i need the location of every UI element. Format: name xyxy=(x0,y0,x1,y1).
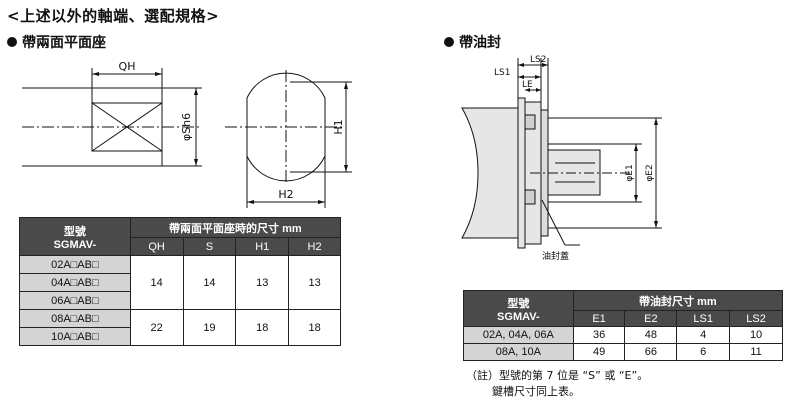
value-cell: 18 xyxy=(235,309,290,346)
column-header: LS1 xyxy=(676,310,731,327)
model-cell: 02A, 04A, 06A xyxy=(463,326,574,344)
value-cell: 10 xyxy=(729,326,783,344)
table-header-model: 型號 SGMAV- xyxy=(19,217,131,256)
oil-seal-dimension-table: 型號 SGMAV- 帶油封尺寸 mm E1 E2 LS1 LS2 02A, 04… xyxy=(463,290,784,361)
group-header: 帶兩面平面座時的尺寸 mm xyxy=(129,217,342,238)
model-cell: 02A□AB□ xyxy=(19,255,131,274)
table-row: 02A□AB□ 14 14 13 13 xyxy=(19,255,341,310)
table-row: 08A□AB□ 22 19 18 18 xyxy=(19,309,341,346)
model-cell: 06A□AB□ xyxy=(19,291,131,310)
column-header: S xyxy=(182,237,237,256)
h1-label: H1 xyxy=(332,119,345,134)
right-section-title: 帶油封 xyxy=(444,32,501,52)
oil-seal-label: 油封蓋 xyxy=(542,250,569,262)
qh-label: QH xyxy=(119,60,136,73)
column-header: E2 xyxy=(624,310,678,327)
table-row: 08A, 10A 49 66 6 11 xyxy=(463,343,783,361)
ls2-label: LS2 xyxy=(530,55,546,65)
right-section-title-text: 帶油封 xyxy=(459,35,501,51)
footnote-line-1: （註）型號的第 7 位是 “S” 或 “E”。 xyxy=(466,369,649,382)
model-header: 型號 xyxy=(63,225,86,238)
flat-dimension-table: 型號 SGMAV- 帶兩面平面座時的尺寸 mm QH S H1 H2 02A□A… xyxy=(19,217,342,346)
bullet-icon xyxy=(7,37,17,47)
value-cell: 66 xyxy=(624,343,678,361)
flat-shaft-diagram: QH φSh6 H1 H2 xyxy=(22,60,352,208)
left-section-title: 帶兩面平面座 xyxy=(7,32,106,52)
model-cell: 04A□AB□ xyxy=(19,273,131,292)
value-cell: 11 xyxy=(729,343,783,361)
model-sub-header: SGMAV- xyxy=(53,238,97,251)
value-cell: 22 xyxy=(129,309,184,346)
column-header: H1 xyxy=(235,237,290,256)
bullet-icon xyxy=(444,37,454,47)
value-cell: 6 xyxy=(676,343,731,361)
model-sub-header: SGMAV- xyxy=(497,310,540,323)
column-header: H2 xyxy=(288,237,341,256)
value-cell: 48 xyxy=(624,326,678,344)
table-row: 06A□AB□ xyxy=(19,291,341,310)
value-cell: 13 xyxy=(288,255,341,310)
footnote-line-2: 鍵槽尺寸同上表。 xyxy=(492,385,580,398)
table-row: 10A□AB□ xyxy=(19,327,341,346)
motor-body xyxy=(461,107,526,239)
sh6-label: φSh6 xyxy=(180,113,193,141)
table-header-model: 型號 SGMAV- xyxy=(463,290,574,327)
value-cell: 4 xyxy=(676,326,731,344)
ls1-label: LS1 xyxy=(494,68,510,78)
left-section-title-text: 帶兩面平面座 xyxy=(22,35,106,51)
footnote: （註）型號的第 7 位是 “S” 或 “E”。 鍵槽尺寸同上表。 xyxy=(466,368,648,400)
model-cell: 10A□AB□ xyxy=(19,327,131,346)
value-cell: 19 xyxy=(182,309,237,346)
group-header: 帶油封尺寸 mm xyxy=(572,290,784,311)
table-row: 04A□AB□ xyxy=(19,273,341,292)
oil-seal-diagram: LS2 LS1 LE φE1 φE2 油封蓋 xyxy=(461,55,662,262)
column-header: LS2 xyxy=(729,310,783,327)
value-cell: 13 xyxy=(235,255,290,310)
page-title: <上述以外的軸端、選配規格> xyxy=(7,7,220,25)
value-cell: 18 xyxy=(288,309,341,346)
model-cell: 08A, 10A xyxy=(463,343,574,361)
e1-label: φE1 xyxy=(625,164,635,181)
le-label: LE xyxy=(522,80,533,90)
column-header: QH xyxy=(129,237,184,256)
e2-label: φE2 xyxy=(645,164,655,181)
value-cell: 36 xyxy=(572,326,626,344)
table-row: 02A, 04A, 06A 36 48 4 10 xyxy=(463,326,783,344)
value-cell: 14 xyxy=(129,255,184,310)
model-cell: 08A□AB□ xyxy=(19,309,131,328)
model-header: 型號 xyxy=(507,297,530,310)
value-cell: 14 xyxy=(182,255,237,310)
value-cell: 49 xyxy=(572,343,626,361)
h2-label: H2 xyxy=(278,188,293,201)
column-header: E1 xyxy=(572,310,626,327)
